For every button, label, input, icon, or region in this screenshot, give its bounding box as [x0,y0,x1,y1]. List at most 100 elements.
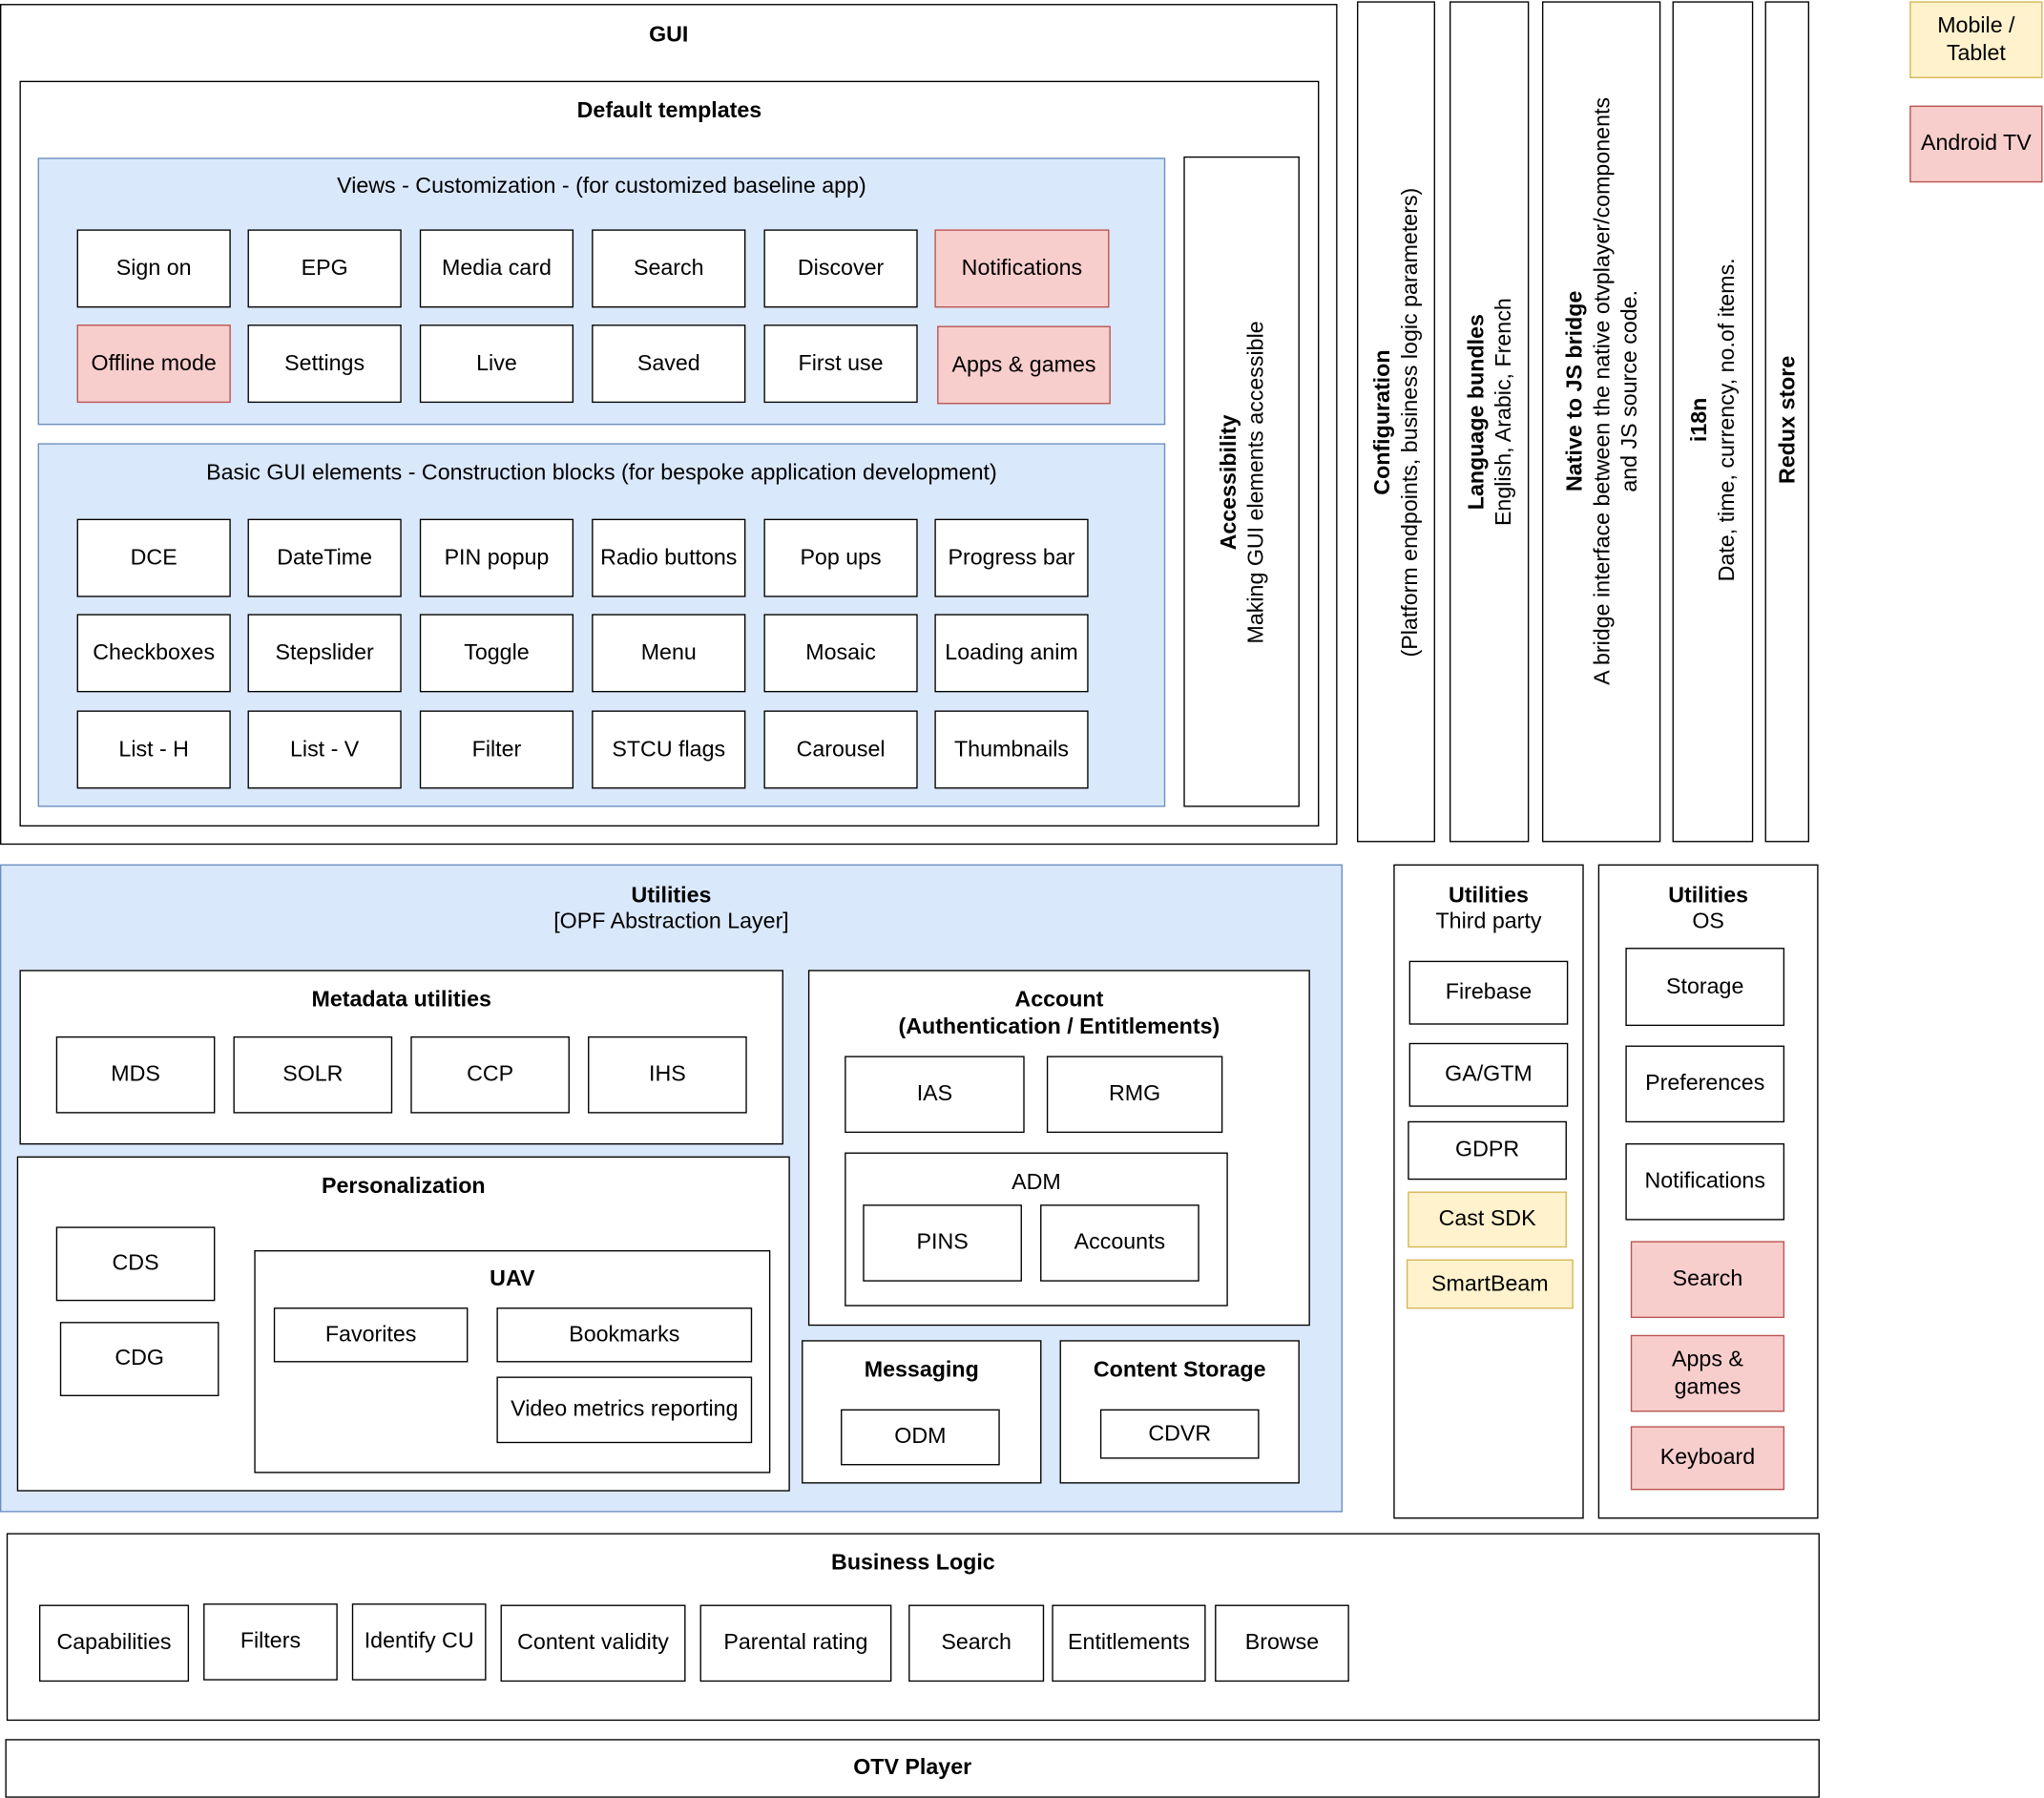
view-search: Search [592,229,746,308]
third-party-smartbeam: SmartBeam [1406,1259,1574,1309]
redux-store-panel: Redux store [1764,1,1810,843]
adm-accounts: Accounts [1040,1204,1199,1282]
utilities-title: Utilities [631,882,712,908]
content-storage-title: Content Storage [1093,1357,1266,1382]
native-js-bridge-panel: Native to JS bridge A bridge interface b… [1541,1,1661,843]
third-party-title: Utilities [1449,882,1529,908]
element-dce: DCE [76,518,231,597]
account-title-line1: Account [1014,987,1104,1013]
utilities-subtitle: [OPF Abstraction Layer] [553,909,789,934]
element-pin-popup: PIN popup [419,518,574,597]
gui-title: GUI [649,22,689,48]
element-carousel: Carousel [763,710,918,789]
personalization-title: Personalization [321,1173,486,1199]
metadata-title: Metadata utilities [311,987,491,1013]
third-party-subtitle: Third party [1435,909,1542,934]
os-storage: Storage [1625,948,1785,1027]
element-toggle: Toggle [419,614,574,693]
configuration-panel: Configuration (Platform endpoints, busin… [1357,1,1435,843]
view-saved: Saved [592,324,746,404]
content-storage-cdvr: CDVR [1099,1409,1260,1459]
configuration-desc: (Platform endpoints, business logic para… [1397,187,1423,657]
business-identify-cu: Identify CU [351,1603,487,1681]
metadata-mds: MDS [55,1035,216,1114]
personalization-cds: CDS [55,1226,216,1302]
configuration-title: Configuration [1369,348,1395,495]
view-epg: EPG [247,229,402,308]
adm-title: ADM [1012,1169,1061,1195]
accessibility-title: Accessibility [1215,413,1241,550]
default-templates-title: Default templates [576,97,762,123]
element-list-h: List - H [76,710,231,789]
view-live: Live [419,324,574,404]
accessibility-panel: Accessibility Making GUI elements access… [1183,156,1300,807]
account-rmg: RMG [1046,1056,1223,1134]
third-party-cast-sdk: Cast SDK [1408,1191,1567,1248]
view-sign-on: Sign on [76,229,231,308]
os-search: Search [1630,1241,1785,1319]
element-radio-buttons: Radio buttons [592,518,746,597]
language-desc: English, Arabic, French [1491,297,1515,526]
metadata-solr: SOLR [233,1035,393,1114]
business-entitlements: Entitlements [1052,1604,1206,1683]
element-filter: Filter [419,710,574,789]
uav-bookmarks: Bookmarks [496,1307,753,1363]
language-title: Language bundles [1463,313,1489,510]
personalization-cdg: CDG [59,1322,219,1396]
business-filters: Filters [203,1603,338,1681]
business-content-validity: Content validity [500,1604,686,1683]
bridge-desc-line1: A bridge interface between the native ot… [1589,96,1615,685]
os-apps-games: Apps & games [1630,1334,1785,1412]
metadata-ccp: CCP [410,1035,570,1114]
business-logic-title: Business Logic [831,1550,995,1576]
business-capabilities: Capabilities [38,1604,190,1683]
element-stepslider: Stepslider [247,614,402,693]
i18n-title: i18n [1686,396,1712,442]
element-mosaic: Mosaic [763,614,918,693]
i18n-panel: i18n Date, time, currency, no.of items. [1672,1,1754,843]
os-subtitle: OS [1692,909,1724,934]
element-stcu-flags: STCU flags [592,710,746,789]
bridge-desc-line2: and JS source code. [1616,289,1641,491]
element-checkboxes: Checkboxes [76,614,231,693]
uav-video-metrics-reporting: Video metrics reporting [496,1376,753,1444]
business-parental-rating: Parental rating [699,1604,892,1683]
os-keyboard: Keyboard [1630,1426,1785,1491]
view-notifications: Notifications [934,229,1110,308]
language-bundles-panel: Language bundles English, Arabic, French [1449,1,1530,843]
third-party-firebase: Firebase [1408,960,1569,1025]
legend-android-tv: Android TV [1909,105,2043,183]
redux-title: Redux store [1774,355,1800,484]
view-settings: Settings [247,324,402,404]
uav-title: UAV [490,1265,535,1291]
element-datetime: DateTime [247,518,402,597]
element-list-v: List - V [247,710,402,789]
view-discover: Discover [763,229,918,308]
third-party-ga-gtm: GA/GTM [1408,1042,1569,1107]
view-first-use: First use [763,324,918,404]
element-pop-ups: Pop ups [763,518,918,597]
business-browse: Browse [1215,1604,1349,1683]
metadata-ihs: IHS [588,1035,747,1114]
messaging-title: Messaging [864,1357,979,1382]
element-progress-bar: Progress bar [934,518,1089,597]
business-search: Search [908,1604,1045,1683]
otv-player-layer: OTV Player [5,1739,1820,1798]
messaging-odm: ODM [841,1409,1000,1466]
bridge-title: Native to JS bridge [1561,289,1587,491]
basic-gui-title: Basic GUI elements - Construction blocks… [206,460,997,486]
os-title: Utilities [1668,882,1749,908]
os-preferences: Preferences [1625,1045,1785,1123]
os-notifications: Notifications [1625,1142,1785,1221]
element-menu: Menu [592,614,746,693]
accessibility-desc: Making GUI elements accessible [1242,320,1268,643]
view-media-card: Media card [419,229,574,308]
view-apps-games: Apps & games [937,325,1111,405]
third-party-gdpr: GDPR [1408,1120,1567,1181]
element-thumbnails: Thumbnails [934,710,1089,789]
account-title-line2: (Authentication / Entitlements) [898,1014,1220,1039]
i18n-desc: Date, time, currency, no.of items. [1714,257,1740,581]
account-ias: IAS [845,1056,1025,1134]
adm-pins: PINS [863,1204,1022,1282]
